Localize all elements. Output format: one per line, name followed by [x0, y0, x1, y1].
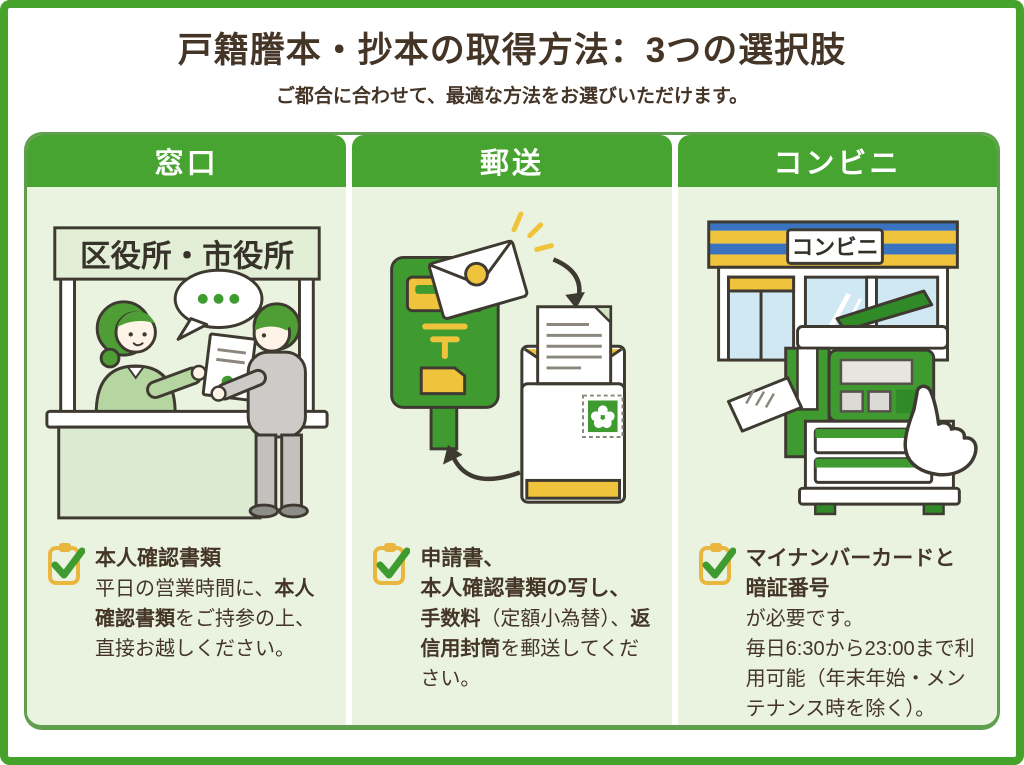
visitor-figure: [210, 302, 309, 519]
arrow-left-icon: [442, 444, 521, 482]
reply-document: [536, 305, 613, 386]
mail-check-title-1: 申請書、: [420, 547, 505, 570]
city-office-counter-illustration: 区役所・市役所: [45, 226, 329, 520]
store-body-text-2: 毎日6:30から23:00まで利用可能（年末年始・メンテナンス時を除く）。: [745, 638, 975, 720]
page-subtitle: ご都合に合わせて、最適な方法をお選びいただけます。: [275, 86, 749, 107]
column-mail: 郵送: [352, 135, 672, 725]
store-info: マイナンバーカードと 暗証番号 が必要です。 毎日6:30から23:00まで利用…: [678, 539, 997, 724]
stamp-icon: [582, 394, 624, 438]
copier-output-tray: [727, 376, 804, 433]
speech-bubble-icon: [173, 268, 264, 341]
counter-check-title: 本人確認書類: [95, 547, 221, 570]
mail-illustration-area: [352, 187, 671, 539]
column-counter-header: 窓口: [27, 135, 347, 187]
clipboard-check-icon: [698, 543, 736, 585]
clipboard-check-icon: [373, 543, 411, 585]
flying-envelope-icon: [427, 239, 529, 320]
counter-body: [56, 425, 262, 520]
counter-body-text: 平日の営業時間に、本人確認書類をご持参の上、直接お越しください。: [95, 578, 315, 660]
pointing-hand-icon: [903, 384, 978, 477]
store-illustration-area: コンビニ: [678, 187, 997, 539]
arrow-down-icon: [552, 257, 585, 309]
store-front: コンビニ: [707, 220, 960, 362]
column-mail-header: 郵送: [352, 135, 672, 187]
column-convenience-store: コンビニ コンビニ: [677, 135, 997, 725]
store-body-text-1: が必要です。: [745, 608, 864, 630]
office-sign-label: 区役所・市役所: [80, 238, 294, 273]
office-sign: [52, 226, 321, 281]
store-sign-label: コンビニ: [792, 234, 879, 259]
counter-info: 本人確認書類 平日の営業時間に、本人確認書類をご持参の上、直接お越しください。: [27, 539, 346, 664]
convenience-store-copier-illustration: コンビニ: [707, 220, 978, 516]
sparkle-icon: [511, 211, 554, 253]
store-check-title-2: 暗証番号: [745, 577, 830, 600]
page-title: 戸籍謄本・抄本の取得方法：3つの選択肢: [177, 31, 847, 70]
counter-illustration-area: 区役所・市役所: [27, 187, 346, 539]
counter-text: 本人確認書類 平日の営業時間に、本人確認書類をご持参の上、直接お越しください。: [95, 539, 332, 664]
clipboard-check-icon: [48, 543, 85, 585]
poster-header: 戸籍謄本・抄本の取得方法：3つの選択肢 ご都合に合わせて、最適な方法をお選びいた…: [8, 8, 1016, 108]
mail-text: 申請書、 本人確認書類の写し、 手数料（定額小為替）、返信用封筒を郵送してくださ…: [420, 539, 657, 694]
reply-envelope-icon: [520, 305, 626, 504]
clerk-figure: [94, 300, 207, 415]
options-board: 窓口 区役所・市役所: [24, 132, 1000, 730]
mail-body-text: 手数料（定額小為替）、返信用封筒を郵送してください。: [420, 608, 651, 690]
column-convenience-store-header: コンビニ: [677, 135, 997, 187]
column-counter: 窓口 区役所・市役所: [27, 135, 347, 725]
mailbox-envelope-illustration: [390, 211, 626, 504]
store-text: マイナンバーカードと 暗証番号 が必要です。 毎日6:30から23:00まで利用…: [746, 539, 983, 724]
mail-info: 申請書、 本人確認書類の写し、 手数料（定額小為替）、返信用封筒を郵送してくださ…: [352, 539, 671, 694]
store-check-title-1: マイナンバーカードと: [745, 547, 956, 570]
booth-post-left: [58, 275, 76, 417]
mail-check-title-2: 本人確認書類の写し、: [420, 577, 631, 600]
store-sign: [786, 228, 885, 265]
